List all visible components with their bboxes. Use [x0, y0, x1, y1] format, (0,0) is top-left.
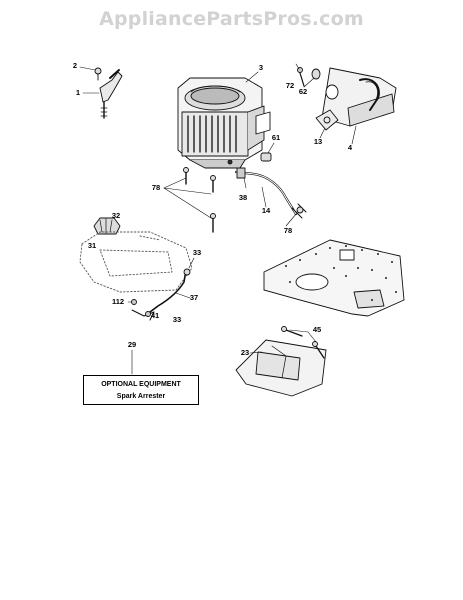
callout-31: 31 [87, 241, 97, 250]
spark-arrester-label: Spark Arrester [116, 393, 166, 400]
fitting-61-part [260, 142, 275, 162]
exhaust-gasket-part [303, 68, 321, 88]
callout-33-bottom: 33 [172, 315, 182, 324]
optional-equipment-title: OPTIONAL EQUIPMENT [101, 381, 181, 388]
callout-23: 23 [240, 348, 250, 357]
callout-72: 72 [285, 81, 295, 90]
callout-45: 45 [312, 325, 322, 334]
callout-32: 32 [111, 211, 121, 220]
callout-37: 37 [189, 293, 199, 302]
callout-41: 41 [150, 311, 160, 320]
callout-13: 13 [313, 137, 323, 146]
callout-14: 14 [261, 206, 271, 215]
callout-29: 29 [127, 340, 137, 349]
callout-4: 4 [347, 143, 353, 152]
callout-78-right: 78 [283, 226, 293, 235]
throttle-bracket-part [99, 69, 123, 119]
frame-plate-part [263, 239, 405, 317]
exhaust-bolt-part [295, 63, 305, 87]
engine-part [177, 77, 271, 169]
gasket-13-part [315, 109, 339, 139]
fuel-tank-line-part [127, 257, 195, 321]
callout-2: 2 [72, 61, 78, 70]
heat-shield-part [235, 339, 327, 397]
callout-78-left: 78 [151, 183, 161, 192]
callout-61: 61 [271, 133, 281, 142]
muffler-part [321, 67, 397, 145]
callout-3: 3 [258, 63, 264, 72]
screw-2-part [94, 67, 102, 81]
fuel-tank-part [79, 231, 193, 293]
mounting-bolts-part [163, 167, 216, 233]
shield-screws-part [281, 326, 325, 359]
watermark: AppliancePartsPros.com [99, 8, 364, 30]
optional-equipment-box: OPTIONAL EQUIPMENT Spark Arrester [83, 375, 199, 405]
callout-62: 62 [298, 87, 308, 96]
fuel-cap-part [93, 217, 121, 235]
callout-1: 1 [75, 88, 81, 97]
callout-33-top: 33 [192, 248, 202, 257]
callout-112: 112 [111, 297, 125, 306]
callout-38: 38 [238, 193, 248, 202]
fuel-line-part [234, 167, 307, 227]
